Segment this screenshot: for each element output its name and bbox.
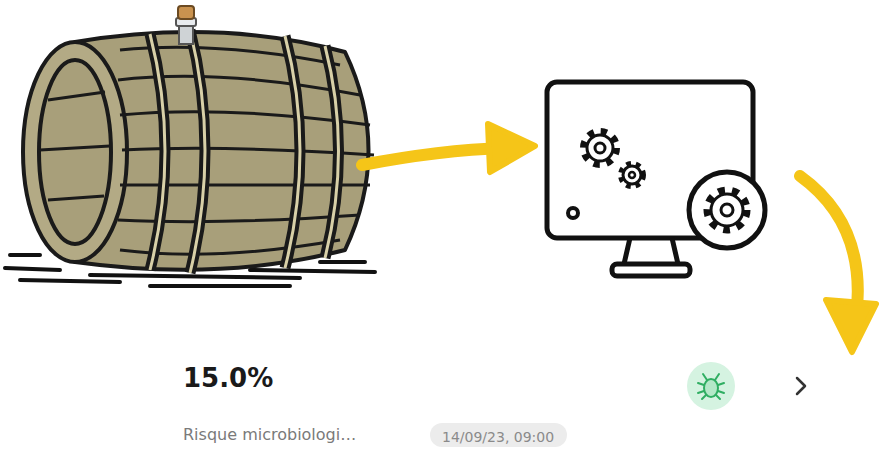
value-text: 15.0% — [183, 363, 273, 393]
description-text: Risque microbiologi… — [183, 425, 356, 444]
flow-arrow — [800, 176, 876, 352]
date-pill: 14/09/23, 09:00 — [430, 423, 567, 447]
flow-arrow — [362, 124, 535, 172]
barrel-tap — [176, 6, 196, 44]
computer-drawing — [547, 82, 765, 276]
chevron-icon — [797, 378, 805, 394]
bug-icon — [687, 362, 735, 410]
gear-icon — [584, 132, 643, 186]
barrel-drawing — [23, 30, 374, 273]
date-text: 14/09/23, 09:00 — [442, 429, 554, 445]
